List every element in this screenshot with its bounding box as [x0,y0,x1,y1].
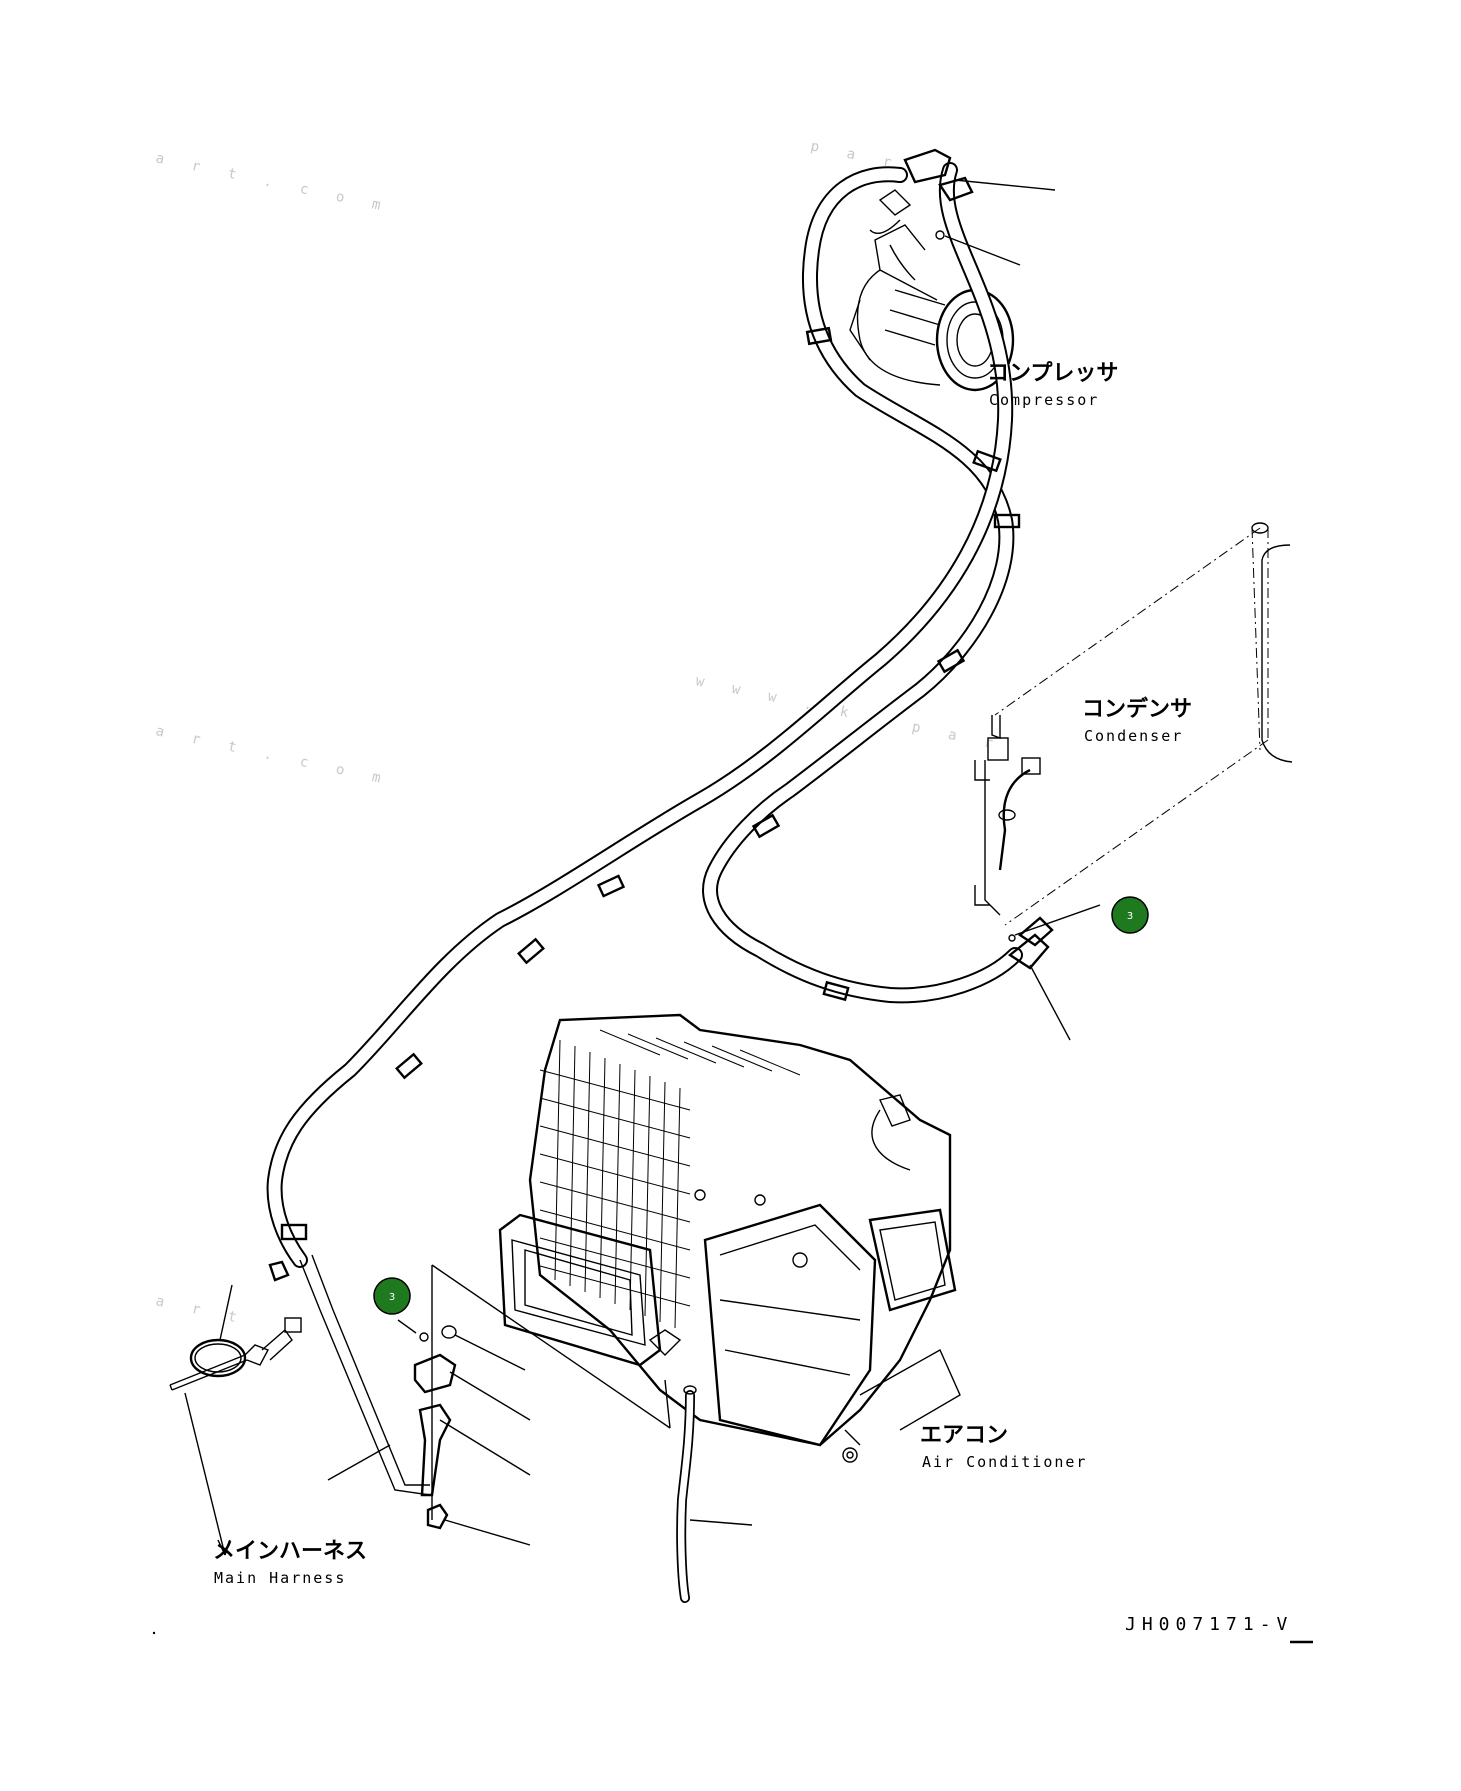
label-condenser-jp: コンデンサ [1082,696,1192,722]
ac-grid-line [539,1125,691,1167]
ac-grid-line [539,1237,691,1279]
ac-grid-line [539,1069,691,1111]
badge-3-condenser[interactable]: 3 [1111,896,1149,934]
air-conditioner-unit [498,1013,961,1463]
air-conditioner-grid [539,1029,801,1329]
drain-hose [676,1385,753,1603]
compressor-fittings [903,148,1056,266]
ac-grid-line [629,1069,636,1311]
ac-grid-line [627,1033,689,1060]
ac-grid-line [569,1045,576,1287]
badge-3-fittings[interactable]: 3 [373,1277,411,1315]
ac-grid-line [599,1057,606,1299]
label-main-harness: メインハーネス Main Harness [213,1539,367,1587]
label-main-harness-en: Main Harness [214,1569,346,1587]
ac-grid-line [554,1039,561,1281]
svg-text:a r t: a r t [154,1293,247,1328]
condenser-drawing [974,522,1293,926]
ac-grid-line [674,1087,681,1329]
ac-grid-line [539,1181,691,1223]
ac-grid-line [539,1209,691,1251]
label-air-conditioner-en: Air Conditioner [922,1453,1087,1471]
label-condenser: コンデンサ Condenser [1082,696,1192,745]
ac-grid-line [655,1037,717,1064]
label-compressor-en: Compressor [989,391,1099,409]
locator-lines [431,1264,671,1520]
hose-clamps [280,326,1021,1241]
ac-grid-line [739,1049,801,1076]
ac-grid-line [539,1097,691,1139]
ac-grid-line [683,1041,745,1068]
svg-text:a r t . c o m: a r t . c o m [154,150,392,215]
svg-text:a r t . c o m: a r t . c o m [154,723,392,788]
ac-grid-line [539,1265,691,1307]
ac-grid-line [659,1081,666,1323]
ac-grid-line [584,1051,591,1293]
refrigerant-hose-secondary [266,162,1014,1268]
refrigerant-hose-main [702,166,1023,1004]
label-condenser-en: Condenser [1084,727,1183,745]
ac-grid-line [644,1075,651,1317]
condenser-fittings [1007,904,1101,1041]
drawing-code: JH007171-V [152,1614,1313,1644]
ac-grid-line [711,1045,773,1072]
label-air-conditioner: エアコン Air Conditioner [920,1423,1087,1471]
compressor-drawing [849,189,1015,392]
badge-number: 3 [389,1292,395,1303]
small-parts [169,1254,531,1556]
label-main-harness-jp: メインハーネス [213,1539,367,1564]
ac-grid-line [539,1153,691,1195]
label-compressor-jp: コンプレッサ [987,361,1118,386]
drawing-code-text: JH007171-V [1125,1614,1293,1635]
ac-grid-line [599,1029,661,1056]
label-compressor: コンプレッサ Compressor [987,361,1118,409]
badge-number: 3 [1127,911,1133,922]
ac-grid-line [614,1063,621,1305]
label-air-conditioner-jp: エアコン [920,1423,1008,1448]
